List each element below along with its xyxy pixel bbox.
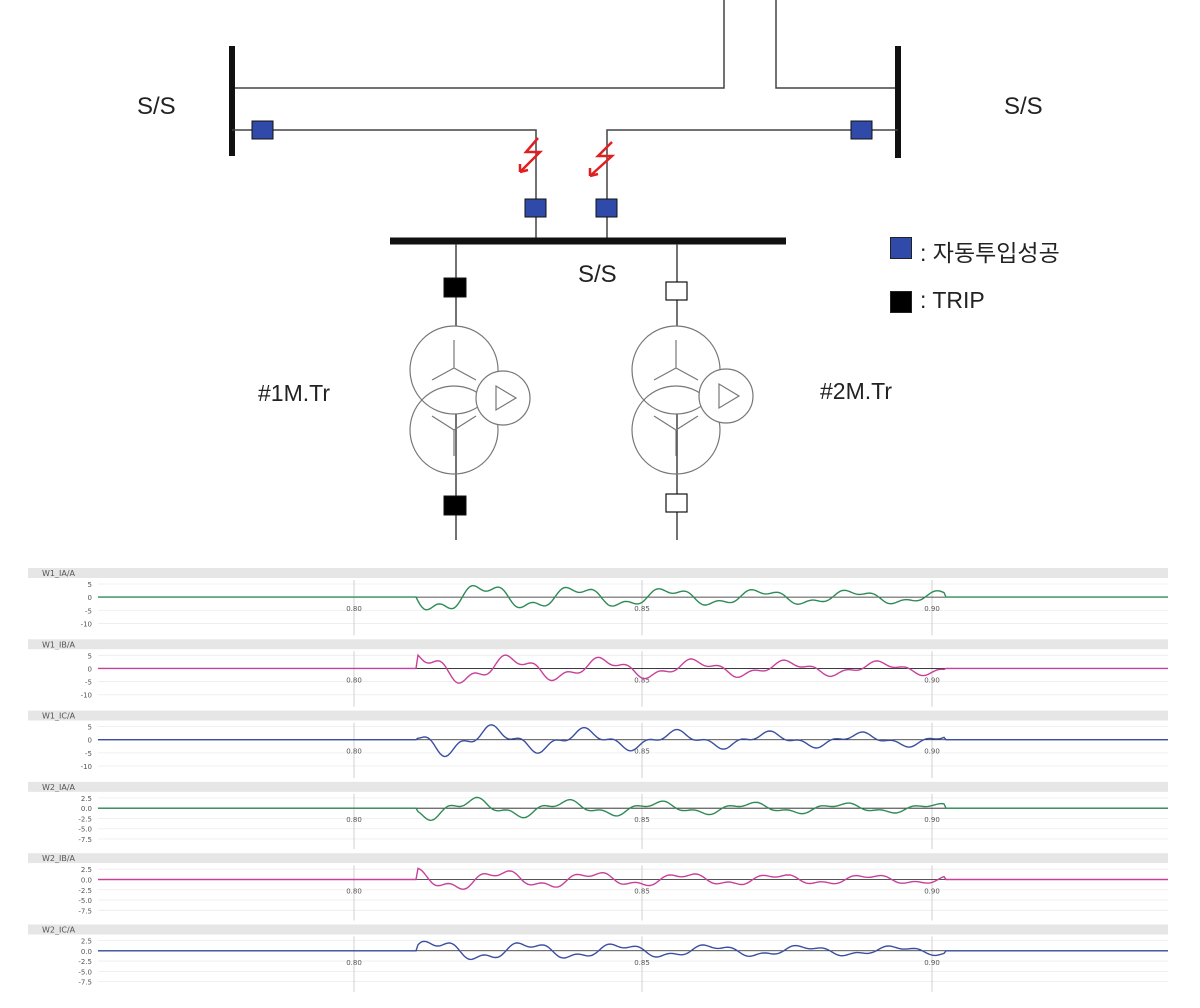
series-name: W2_IC/A bbox=[42, 926, 76, 935]
y-tick-label: -7.5 bbox=[78, 907, 92, 915]
y-tick-label: -5 bbox=[85, 750, 92, 758]
x-tick-label: 0.80 bbox=[346, 605, 362, 613]
x-tick-label: 0.90 bbox=[924, 605, 940, 613]
breaker-right-auto bbox=[850, 120, 873, 140]
series-name: W2_IB/A bbox=[42, 854, 76, 863]
strip-plot bbox=[28, 578, 1168, 638]
series-name: W1_IC/A bbox=[42, 712, 76, 721]
strip-plot bbox=[28, 720, 1168, 780]
x-tick-label: 0.85 bbox=[634, 816, 650, 824]
transformer-2-label: #2M.Tr bbox=[820, 378, 892, 404]
x-tick-label: 0.80 bbox=[346, 676, 362, 684]
legend-auto-reclose-label: : 자동투입성공 bbox=[920, 240, 1060, 266]
feeder-line-right bbox=[606, 129, 898, 240]
y-tick-label: 5 bbox=[88, 724, 92, 732]
transformer-2-icon bbox=[631, 325, 754, 475]
breaker-center-right-auto bbox=[595, 198, 618, 218]
x-tick-label: 0.85 bbox=[634, 959, 650, 967]
y-tick-label: -5.0 bbox=[78, 897, 92, 905]
fault-icon bbox=[518, 137, 544, 174]
y-tick-label: -7.5 bbox=[78, 979, 92, 987]
strip-header bbox=[28, 781, 1168, 792]
y-tick-label: 5 bbox=[88, 581, 92, 589]
incoming-line-right bbox=[775, 0, 898, 89]
feeder-line-left bbox=[232, 129, 537, 240]
x-tick-label: 0.85 bbox=[634, 676, 650, 684]
series-line bbox=[98, 724, 1168, 758]
x-tick-label: 0.80 bbox=[346, 959, 362, 967]
series-name: W2_IA/A bbox=[42, 783, 76, 792]
strip-header bbox=[28, 924, 1168, 935]
single-line-diagram bbox=[229, 0, 901, 540]
breaker-tr2-lv-open bbox=[665, 493, 688, 513]
y-tick-label: -7.5 bbox=[78, 836, 92, 844]
series-name: W1_IA/A bbox=[42, 569, 76, 578]
x-tick-label: 0.90 bbox=[924, 676, 940, 684]
breaker-center-left-auto bbox=[524, 198, 547, 218]
strip-plot bbox=[28, 934, 1168, 994]
x-tick-label: 0.80 bbox=[346, 748, 362, 756]
strip-header bbox=[28, 853, 1168, 864]
y-tick-label: -2.5 bbox=[78, 958, 92, 966]
y-tick-label: 2.5 bbox=[81, 866, 92, 874]
strip-header bbox=[28, 639, 1168, 650]
transformer-1-label: #1M.Tr bbox=[258, 380, 330, 406]
x-tick-label: 0.85 bbox=[634, 748, 650, 756]
substation-center-label: S/S bbox=[578, 261, 617, 288]
series-line bbox=[98, 585, 1168, 611]
fault-icon bbox=[588, 141, 616, 178]
y-tick-label: 2.5 bbox=[81, 795, 92, 803]
y-tick-label: -5.0 bbox=[78, 968, 92, 976]
x-tick-label: 0.85 bbox=[634, 887, 650, 895]
strip-plot bbox=[28, 791, 1168, 852]
series-line bbox=[98, 940, 1168, 961]
substation-left-label: S/S bbox=[137, 93, 176, 120]
transformer-1-icon bbox=[409, 325, 531, 475]
y-tick-label: 5 bbox=[88, 652, 92, 660]
substation-right-label: S/S bbox=[1004, 93, 1043, 120]
y-tick-label: 0 bbox=[88, 594, 92, 602]
y-tick-label: -2.5 bbox=[78, 887, 92, 895]
y-tick-label: 0 bbox=[88, 737, 92, 745]
x-tick-label: 0.85 bbox=[634, 605, 650, 613]
y-tick-label: 0 bbox=[88, 665, 92, 673]
series-line bbox=[98, 653, 1168, 684]
x-tick-label: 0.80 bbox=[346, 887, 362, 895]
breaker-tr1-hv-trip bbox=[443, 277, 467, 298]
strip-header bbox=[28, 710, 1168, 721]
strip-header bbox=[28, 568, 1168, 578]
y-tick-label: 0.0 bbox=[81, 948, 92, 956]
y-tick-label: -10 bbox=[81, 692, 92, 700]
legend-auto-reclose-swatch bbox=[890, 237, 912, 259]
strip-plot bbox=[28, 863, 1168, 923]
y-tick-label: 2.5 bbox=[81, 938, 92, 946]
y-tick-label: -5 bbox=[85, 679, 92, 687]
x-tick-label: 0.90 bbox=[924, 748, 940, 756]
breaker-left-auto bbox=[251, 120, 274, 140]
y-tick-label: 0.0 bbox=[81, 876, 92, 884]
x-tick-label: 0.90 bbox=[924, 887, 940, 895]
y-tick-label: -10 bbox=[81, 620, 92, 628]
y-tick-label: -2.5 bbox=[78, 815, 92, 823]
incoming-line-left bbox=[232, 0, 725, 89]
strip-plot bbox=[28, 649, 1168, 709]
y-tick-label: -5.0 bbox=[78, 826, 92, 834]
x-tick-label: 0.80 bbox=[346, 816, 362, 824]
y-tick-label: -5 bbox=[85, 607, 92, 615]
series-name: W1_IB/A bbox=[42, 640, 76, 649]
legend-trip-swatch bbox=[890, 291, 912, 313]
series-line bbox=[98, 867, 1168, 890]
series-line bbox=[98, 796, 1168, 822]
x-tick-label: 0.90 bbox=[924, 959, 940, 967]
legend-trip-label: : TRIP bbox=[920, 287, 985, 313]
y-tick-label: -10 bbox=[81, 763, 92, 771]
breaker-tr2-hv-open bbox=[665, 281, 688, 301]
x-tick-label: 0.90 bbox=[924, 816, 940, 824]
y-tick-label: 0.0 bbox=[81, 805, 92, 813]
breaker-tr1-lv-trip bbox=[443, 495, 467, 516]
